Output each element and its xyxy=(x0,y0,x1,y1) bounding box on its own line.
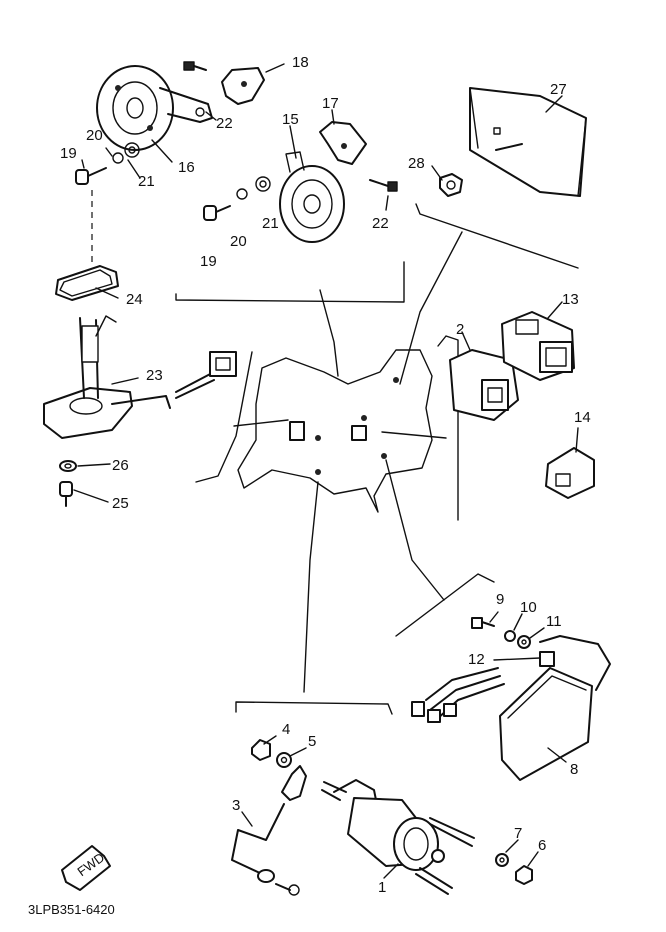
callout-18: 18 xyxy=(292,54,309,71)
starter-lead-wire xyxy=(231,765,307,896)
group-bracket-horns xyxy=(175,261,405,303)
callout-20-lower: 20 xyxy=(230,233,247,250)
callout-2: 2 xyxy=(456,321,464,338)
relay xyxy=(437,335,519,521)
callout-19-upper: 19 xyxy=(60,145,77,162)
horn-rear xyxy=(96,65,213,151)
leader-line xyxy=(381,431,447,439)
callout-8: 8 xyxy=(570,761,578,778)
callout-6: 6 xyxy=(538,837,546,854)
group-bracket-sender xyxy=(195,351,253,483)
starter-relay xyxy=(321,779,475,895)
callout-7: 7 xyxy=(514,825,522,842)
bolt xyxy=(183,61,207,71)
callout-10: 10 xyxy=(520,599,537,616)
relay-unit xyxy=(501,311,575,381)
diagram-code: 3LPB351-6420 xyxy=(28,902,115,917)
nut-washer xyxy=(251,739,292,768)
leader-line xyxy=(319,289,339,377)
gasket xyxy=(55,265,119,301)
callout-17: 17 xyxy=(322,95,339,112)
screw-and-washer xyxy=(59,460,77,507)
callout-23: 23 xyxy=(146,367,163,384)
horn-fasteners-upper xyxy=(75,142,140,185)
tail-light xyxy=(469,87,587,197)
frame-outline xyxy=(237,349,433,513)
leader-line xyxy=(303,481,319,693)
callout-13: 13 xyxy=(562,291,579,308)
flasher-relay xyxy=(545,427,595,499)
callout-19-lower: 19 xyxy=(200,253,217,270)
nut xyxy=(439,173,463,197)
callout-26: 26 xyxy=(112,457,129,474)
callout-11: 11 xyxy=(546,613,562,630)
callout-20-upper: 20 xyxy=(86,127,103,144)
horn-fasteners-middle xyxy=(203,176,271,221)
callouts: 18 22 16 21 20 19 15 17 22 27 28 19 20 2… xyxy=(60,54,591,896)
callout-leaders xyxy=(73,63,567,879)
bolt xyxy=(369,179,398,192)
callout-28: 28 xyxy=(408,155,425,172)
fwd-arrow-icon: FWD xyxy=(61,845,111,891)
callout-1: 1 xyxy=(378,879,386,896)
callout-24: 24 xyxy=(126,291,143,308)
leader-line xyxy=(233,419,289,427)
cdi-fasteners xyxy=(471,617,531,649)
callout-5: 5 xyxy=(308,733,316,750)
callout-22-upper: 22 xyxy=(216,115,233,132)
callout-21-upper: 21 xyxy=(138,173,155,190)
callout-4: 4 xyxy=(282,721,290,738)
callout-3: 3 xyxy=(232,797,240,814)
callout-15: 15 xyxy=(282,111,299,128)
callout-12: 12 xyxy=(468,651,485,668)
callout-21-lower: 21 xyxy=(262,215,279,232)
callout-16: 16 xyxy=(178,159,195,176)
callout-27: 27 xyxy=(550,81,567,98)
horn-front xyxy=(279,151,345,243)
horn-bracket xyxy=(221,67,265,105)
callout-9: 9 xyxy=(496,591,504,608)
cdi-unit xyxy=(395,573,611,781)
fuel-sender xyxy=(43,315,237,439)
callout-22-lower: 22 xyxy=(372,215,389,232)
callout-14: 14 xyxy=(574,409,591,426)
callout-25: 25 xyxy=(112,495,129,512)
horn-bracket-front xyxy=(319,121,367,165)
leader-line xyxy=(399,231,463,385)
group-bracket-light xyxy=(415,203,579,269)
group-bracket-starter xyxy=(235,701,393,715)
terminal-nuts xyxy=(495,853,533,885)
leader-line xyxy=(385,459,445,601)
